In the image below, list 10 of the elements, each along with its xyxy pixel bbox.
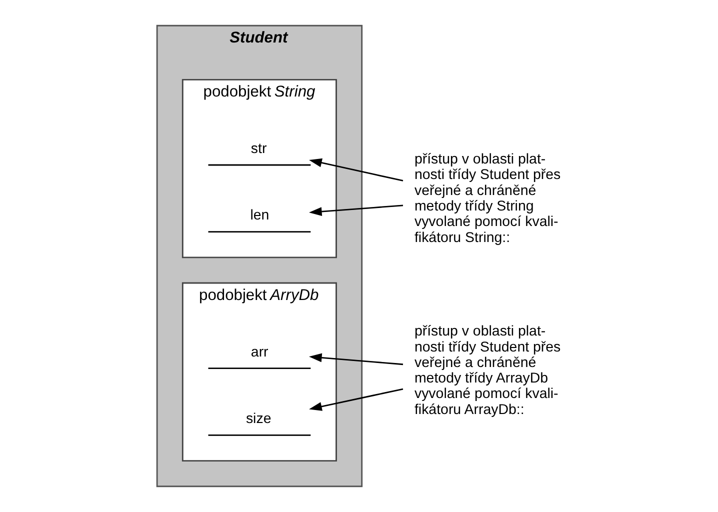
arrow	[308, 353, 404, 366]
arrow	[309, 388, 404, 411]
node-text: přístup v oblasti plat- nosti třídy Student přes veřejné a chráněné metody třídy ArrayDb vyvolané pomocí kvali- fikátoru ArrayDb::	[414, 324, 561, 418]
node-text: str	[250, 140, 267, 157]
node-text: size	[246, 411, 272, 428]
node-text: přístup v oblasti plat- nosti třídy Student přes veřejné a chráněné metody třídy String vyvolané pomocí kvali- fikátoru String::	[414, 152, 561, 246]
arrow	[309, 158, 404, 182]
node-text: len	[250, 208, 270, 224]
arrow	[308, 204, 404, 216]
node-text: arr	[250, 344, 268, 360]
